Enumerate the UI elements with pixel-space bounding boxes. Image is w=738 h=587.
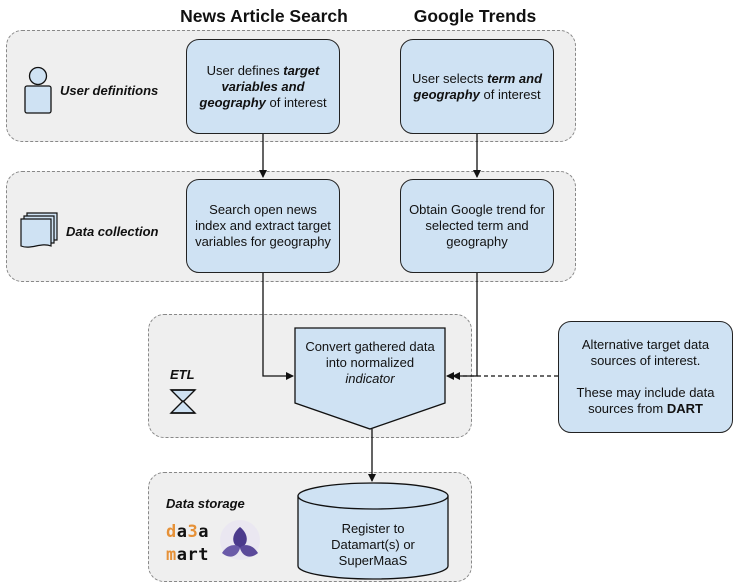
node-trends-select: User selects term and geography of inter…	[400, 39, 554, 134]
band-label-data-collection: Data collection	[66, 224, 159, 239]
user-icon	[24, 66, 52, 114]
band-label-data-storage: Data storage	[166, 496, 245, 511]
logo-char-2: a	[176, 522, 188, 542]
etl-box-shape	[294, 327, 446, 430]
node-news-define-bold: target variables and geography	[199, 62, 320, 110]
documents-icon	[20, 212, 58, 248]
node-trends-obtain: Obtain Google trend for selected term an…	[400, 179, 554, 273]
logo-char-3: 3	[187, 522, 199, 542]
node-trends-select-post: of interest	[479, 86, 541, 102]
band-label-user-definitions: User definitions	[60, 83, 159, 98]
node-alt-sources-dart: DART	[666, 401, 703, 416]
logo-char-5: m	[166, 545, 177, 565]
node-alt-sources: Alternative target data sources of inter…	[558, 321, 733, 433]
node-storage: Register to Datamart(s) or SuperMaaS	[306, 514, 440, 576]
node-news-search: Search open news index and extract targe…	[186, 179, 340, 273]
node-etl-convert-italic: indicator	[345, 371, 395, 386]
logo-char-6: art	[176, 545, 209, 565]
hourglass-icon	[169, 389, 197, 414]
logo-char-4: a	[198, 522, 209, 542]
node-alt-sources-line2: These may include data sources from	[576, 385, 715, 416]
column-title-trends: Google Trends	[413, 6, 537, 26]
node-etl-convert: Convert gathered data into normalized in…	[296, 334, 444, 392]
column-title-news: News Article Search	[180, 6, 348, 26]
band-label-etl: ETL	[170, 367, 195, 382]
storage-cylinder	[297, 482, 449, 580]
datamart-logo-text: da3a mart	[166, 521, 209, 567]
node-news-define-text: User defines	[206, 62, 284, 78]
node-trends-select-bold: term and geography	[413, 70, 543, 102]
node-news-search-text: Search open news index and extract targe…	[195, 202, 331, 249]
arrow-trends-obtain-to-etl	[446, 273, 478, 380]
node-news-define: User defines target variables and geogra…	[186, 39, 340, 134]
node-news-define-post: of interest	[265, 94, 327, 110]
node-alt-sources-line1: Alternative target data sources of inter…	[581, 337, 710, 368]
node-trends-obtain-text: Obtain Google trend for selected term an…	[409, 202, 545, 249]
node-trends-select-text: User selects	[411, 70, 488, 86]
arrow-news-search-to-etl	[262, 273, 294, 380]
node-storage-text: Register to Datamart(s) or SuperMaaS	[331, 521, 415, 568]
datamart-logo-icon	[220, 520, 260, 560]
node-etl-convert-text: Convert gathered data into normalized	[305, 339, 435, 370]
logo-char-1: d	[166, 522, 177, 542]
